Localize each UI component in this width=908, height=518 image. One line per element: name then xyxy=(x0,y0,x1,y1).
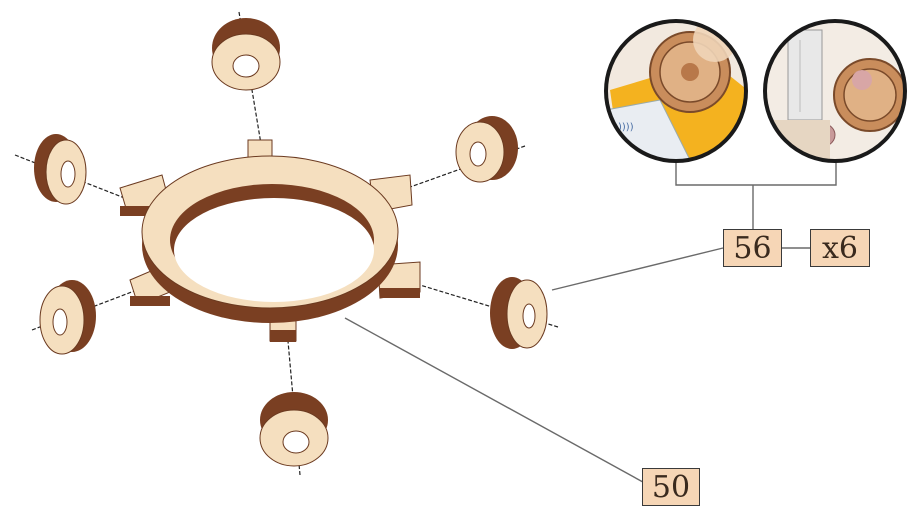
ring-part xyxy=(120,140,420,342)
leader-line-ring xyxy=(345,318,652,487)
spacer-washer-upper-left xyxy=(34,134,86,204)
leader-line-spacer xyxy=(552,248,723,290)
leader-lines xyxy=(345,150,836,487)
spacer-washer-bottom xyxy=(260,392,328,466)
spacer-washer-lower-left xyxy=(40,280,96,354)
glue-gear-detail: )))) xyxy=(600,18,760,170)
spacer-washer-top xyxy=(212,18,280,90)
spacer-washer-lower-right xyxy=(490,277,547,349)
spacer-washer-upper-right xyxy=(456,116,518,182)
spacer-part-number-label: 56 xyxy=(723,229,782,267)
ring-part-number-label: 50 xyxy=(642,468,700,506)
spacer-quantity-label: x6 xyxy=(810,229,870,267)
peg-gear-detail xyxy=(760,20,908,170)
